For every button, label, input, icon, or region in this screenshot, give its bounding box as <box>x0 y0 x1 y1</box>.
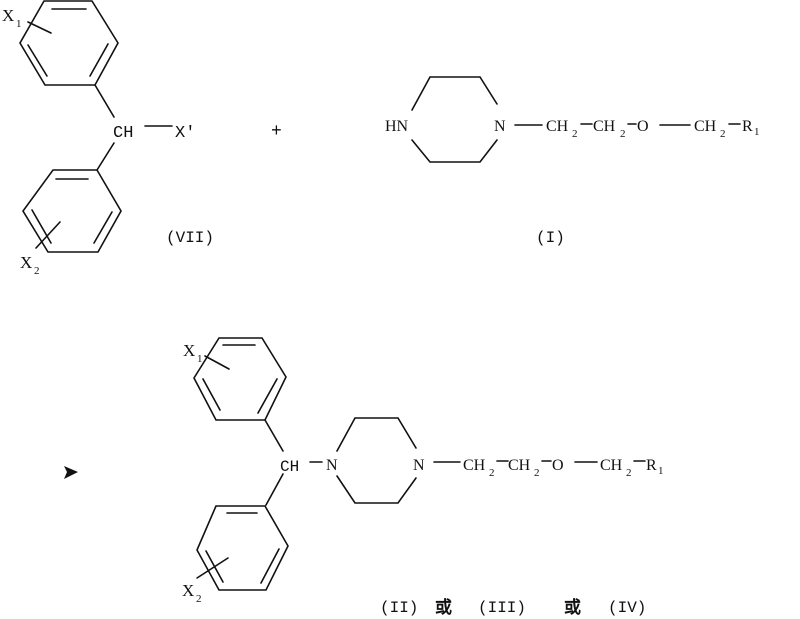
product: X 1 CH N N CH 2 CH 2 O CH 2 R 1 <box>182 337 664 618</box>
svg-text:CH: CH <box>463 457 486 474</box>
product-n1-label: N <box>326 457 338 474</box>
compound-label-ii: (II) <box>380 599 418 617</box>
svg-text:1: 1 <box>16 18 22 30</box>
product-oxygen-label: O <box>552 457 564 474</box>
svg-text:CH: CH <box>694 118 717 135</box>
ch-center: CH <box>113 124 133 143</box>
product-x2-label: X <box>182 581 194 600</box>
oxygen-label: O <box>637 118 649 135</box>
svg-text:CH: CH <box>508 457 531 474</box>
reaction-arrow-icon <box>64 466 78 479</box>
x2-label: X <box>20 253 32 272</box>
plus-sign: + <box>271 122 282 142</box>
svg-text:2: 2 <box>196 593 202 605</box>
svg-text:2: 2 <box>626 467 632 479</box>
svg-text:2: 2 <box>34 265 40 277</box>
r1-label: R <box>742 118 753 135</box>
product-compound-labels: (II) 或 (III) 或 (IV) <box>380 597 646 618</box>
compound-label-iv: (IV) <box>608 599 646 617</box>
product-benzene-ring-top <box>193 337 287 421</box>
product-benzene-ring-bottom <box>196 505 289 591</box>
piperazine-ring <box>411 76 498 163</box>
product-r1-label: R <box>646 457 657 474</box>
product-x1-label: X <box>183 341 195 360</box>
svg-text:1: 1 <box>658 465 664 477</box>
svg-text:CH: CH <box>546 118 569 135</box>
svg-text:2: 2 <box>572 128 578 140</box>
svg-text:2: 2 <box>534 467 540 479</box>
svg-text:CH: CH <box>593 118 616 135</box>
reactant-i: HN N CH 2 CH 2 O CH 2 R 1 (I) <box>385 76 760 247</box>
svg-text:2: 2 <box>489 467 495 479</box>
benzene-ring-top <box>19 0 119 86</box>
or-text-1: 或 <box>435 597 452 618</box>
n-label: N <box>494 118 506 135</box>
svg-text:2: 2 <box>720 128 726 140</box>
svg-text:2: 2 <box>620 128 626 140</box>
compound-label-vii: (VII) <box>166 229 214 247</box>
product-ch-center: CH <box>280 458 299 476</box>
benzene-ring-bottom <box>22 169 122 253</box>
compound-label-iii: (III) <box>478 599 526 617</box>
product-n2-label: N <box>413 457 425 474</box>
hn-label: HN <box>385 118 409 135</box>
svg-text:CH: CH <box>600 457 623 474</box>
x1-label: X <box>2 6 14 25</box>
or-text-2: 或 <box>564 597 581 618</box>
product-piperazine-ring <box>336 417 417 504</box>
reactant-vii: X 1 CH X' X 2 (VII) <box>2 0 214 277</box>
svg-text:1: 1 <box>197 353 203 365</box>
leaving-group-xprime: X' <box>175 124 195 143</box>
svg-text:1: 1 <box>754 126 760 138</box>
compound-label-i: (I) <box>536 229 565 247</box>
